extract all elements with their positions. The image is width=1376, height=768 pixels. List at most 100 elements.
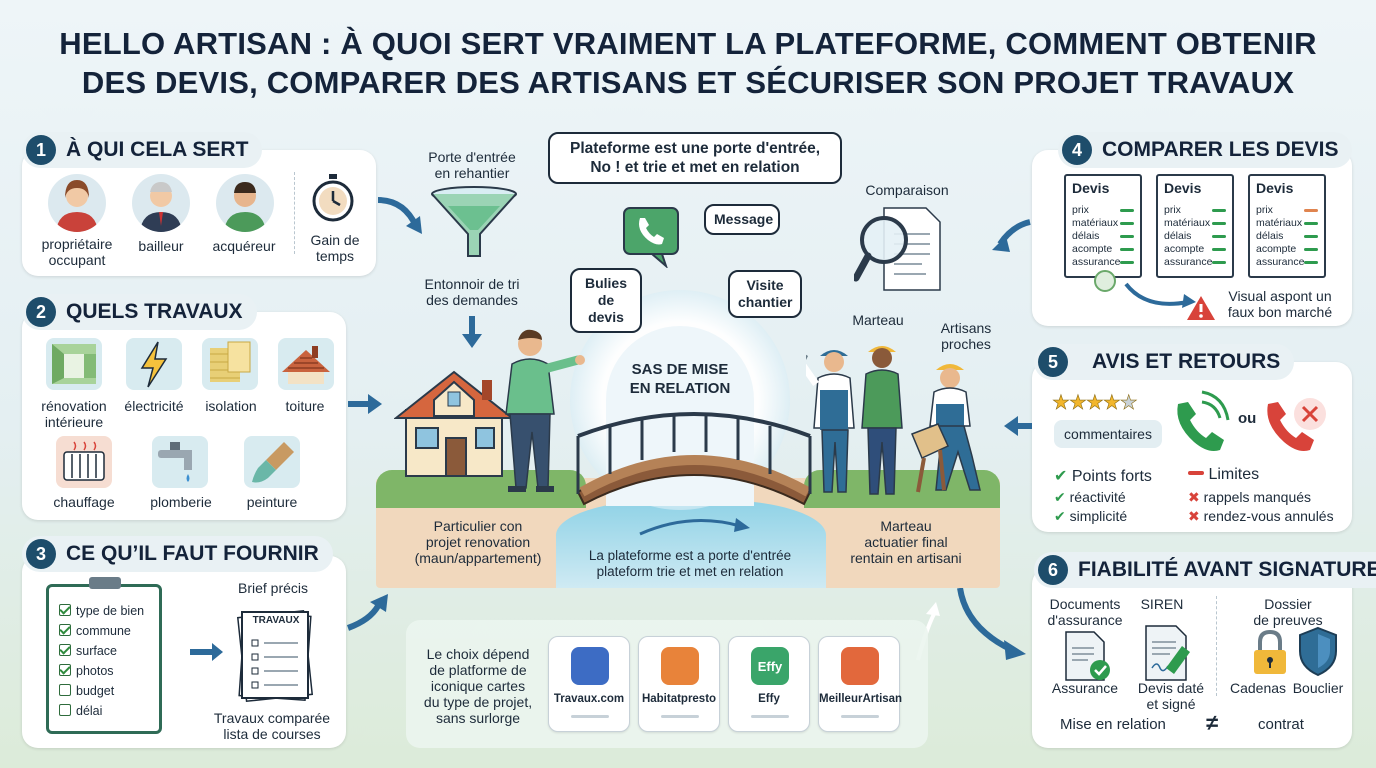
limits-list: ✖ rappels manqués ✖ rendez-vous annulés — [1188, 489, 1334, 524]
section-title: QUELS TRAVAUX — [66, 300, 243, 323]
section-title: AVIS ET RETOURS — [1092, 350, 1281, 373]
platform-logo-icon — [571, 647, 609, 685]
quote-line: délais — [1072, 230, 1100, 242]
section-title: FIABILITÉ AVANT SIGNATURE — [1078, 558, 1376, 581]
doc-title: TRAVAUX — [252, 615, 300, 626]
quote-line: acompte — [1072, 243, 1113, 255]
warning-icon — [1186, 294, 1216, 327]
document-stack-icon — [230, 604, 322, 709]
unchecked-box-icon — [59, 684, 71, 696]
river — [556, 500, 826, 588]
platform-card[interactable]: Travaux.com — [548, 636, 630, 732]
checked-box-icon — [59, 624, 71, 636]
star-filled-icon: ★ — [1068, 392, 1088, 415]
quote-line-mark — [1304, 209, 1318, 212]
missed-call-icon — [1260, 392, 1332, 463]
section-title: À QUI CELA SERT — [66, 138, 249, 161]
star-filled-icon: ★ — [1085, 392, 1105, 415]
label-insulation: isolation — [205, 398, 257, 414]
checklist-item: photos — [59, 661, 144, 681]
section-number: 1 — [26, 135, 56, 165]
signed-quote-icon — [1142, 624, 1198, 687]
page-title: HELLO ARTISAN : À QUOI SERT VRAIMENT LA … — [59, 26, 1317, 100]
star-filled-icon: ★ — [1052, 392, 1071, 415]
quote-line: prix — [1072, 204, 1089, 216]
lightning-icon — [126, 338, 182, 390]
magnifier-document-icon — [854, 207, 941, 291]
faucet-icon — [152, 436, 208, 488]
quote-line-mark — [1212, 209, 1226, 212]
message-bubble: Message — [704, 204, 780, 235]
star-empty-icon: ★ — [1119, 392, 1138, 415]
limits-title: Limites — [1188, 466, 1259, 484]
label-landlord: bailleur — [138, 238, 184, 254]
platform-card[interactable]: Habitatpresto — [638, 636, 720, 732]
quote-line-mark — [1212, 222, 1226, 225]
quote-line-mark — [1120, 248, 1134, 251]
or-text: ou — [1238, 410, 1257, 427]
shield-label: Bouclier — [1292, 680, 1344, 696]
checklist-item: type de bien — [59, 601, 144, 621]
quote-line: acompte — [1256, 243, 1297, 255]
comments-badge: commentaires — [1054, 420, 1162, 448]
platform-logo-icon: Effy — [751, 647, 789, 685]
bridge-icon — [576, 412, 812, 506]
quote-line-mark — [1304, 248, 1318, 251]
insurance-label: Assurance — [1051, 680, 1119, 696]
checked-box-icon — [59, 644, 71, 656]
quote-line: matériaux — [1256, 217, 1303, 229]
placeholder-bar — [841, 715, 879, 718]
platform-name: Habitatpresto — [641, 693, 717, 705]
roof-icon — [278, 338, 334, 390]
section-title: COMPARER LES DEVIS — [1102, 138, 1339, 161]
star-rating: ★★★★★ — [1052, 390, 1138, 415]
quote-line-mark — [1212, 235, 1226, 238]
hammer-label: Marteau — [852, 312, 904, 328]
quote-line-mark — [1304, 222, 1318, 225]
quote-line-mark — [1120, 222, 1134, 225]
section-number: 2 — [26, 297, 56, 327]
quote-line: délais — [1164, 230, 1192, 242]
platform-name: MeilleurArtisan — [819, 693, 903, 705]
artisans-group-icon — [806, 346, 981, 495]
placeholder-bar — [661, 715, 699, 718]
quote-line-mark — [1120, 261, 1134, 264]
mise-en-relation: Mise en relation — [1060, 716, 1166, 733]
buyer-avatar-icon — [216, 174, 274, 232]
phone-ringing-icon — [1168, 390, 1232, 461]
padlock-label: Cadenas — [1229, 680, 1287, 696]
label-electricity: électricité — [124, 398, 184, 414]
quote-line: acompte — [1164, 243, 1205, 255]
quote-title: Devis — [1072, 180, 1110, 196]
section-6-header: 6 FIABILITÉ AVANT SIGNATURE — [1034, 552, 1376, 588]
comparison-label: Comparaison — [865, 182, 949, 198]
quote-line: assurance — [1072, 256, 1121, 268]
placeholder-bar — [571, 715, 609, 718]
label-plumbing: plomberie — [150, 494, 212, 510]
quote-line-mark — [1120, 209, 1134, 212]
section-4-header: 4 COMPARER LES DEVIS — [1058, 132, 1353, 168]
stopwatch-icon — [310, 172, 356, 229]
arrow-right-icon — [188, 640, 226, 669]
platform-card[interactable]: MeilleurArtisan — [818, 636, 903, 732]
curved-arrow-icon — [1122, 278, 1202, 317]
quote-line: délais — [1256, 230, 1284, 242]
